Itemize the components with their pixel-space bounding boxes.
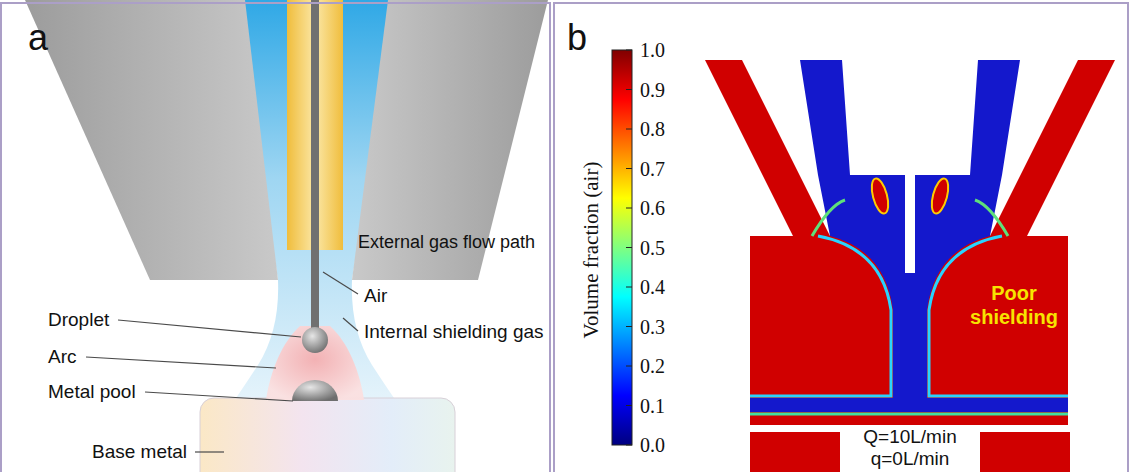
axis-title: Volume fraction (air) [579,162,604,339]
colorbar-tick-label: 0.5 [640,236,665,260]
part-label: Metal pool [48,381,136,404]
tick-mark [626,50,632,51]
leader-line [323,272,358,294]
base-metal-section [980,432,1070,472]
part-label: Arc [48,346,77,369]
mixing-layer [929,236,1068,396]
air-pocket [869,177,892,215]
colorbar-tick-label: 0.7 [640,157,665,181]
tick-mark [626,326,632,327]
leader-line [195,451,224,452]
colorbar-tick-label: 0.2 [640,354,665,378]
electrode-wire [311,0,319,332]
colorbar [612,50,632,445]
leader-line [86,357,276,368]
colorbar-tick-label: 0.6 [640,196,665,220]
panel-letter: a [28,20,48,56]
air-pocket [929,177,952,215]
mixing-layer [750,413,1068,416]
colorbar-tick-label: 0.4 [640,275,665,299]
mixing-layer [750,236,891,396]
tick-mark [626,168,632,169]
part-label: Droplet [48,309,109,332]
tick-mark [626,405,632,406]
panel-letter: b [567,20,587,56]
part-label: Base metal [92,441,187,464]
base-metal [200,398,455,472]
colorbar-tick-label: 0.0 [640,433,665,457]
arc-plasma [266,326,364,400]
tick-mark [626,287,632,288]
tick-mark [626,366,632,367]
contact-tube-section [905,175,915,273]
base-metal-section [750,432,840,472]
tick-mark [626,208,632,209]
tick-mark [626,89,632,90]
annotation: Poor shielding [966,281,1062,329]
leader-line [145,392,293,401]
colorbar-tick-label: 1.0 [640,38,665,62]
panel-frame: b [553,2,1129,472]
flow-rate-label: q=0L/min [871,447,950,470]
external-nozzle-right [352,0,548,280]
tick-mark [626,445,632,446]
flow-rate-label: Q=10L/min [863,426,956,449]
leader-line [118,320,301,337]
colorbar-tick-label: 0.9 [640,78,665,102]
droplet [302,327,328,353]
mixing-layer [812,200,845,236]
tick-mark [626,129,632,130]
part-label: Internal shielding gas [364,321,544,344]
colorbar-tick-label: 0.8 [640,117,665,141]
colorbar-tick-label: 0.3 [640,315,665,339]
leader-line [343,318,358,331]
shielding-gas-field [750,60,1068,412]
external-nozzle-left [25,0,278,280]
colorbar-tick-label: 0.1 [640,394,665,418]
part-label: External gas flow path [358,232,535,254]
tick-mark [626,247,632,248]
metal-pool [292,380,338,401]
mixing-layer [975,200,1008,236]
part-label: Air [364,285,387,308]
